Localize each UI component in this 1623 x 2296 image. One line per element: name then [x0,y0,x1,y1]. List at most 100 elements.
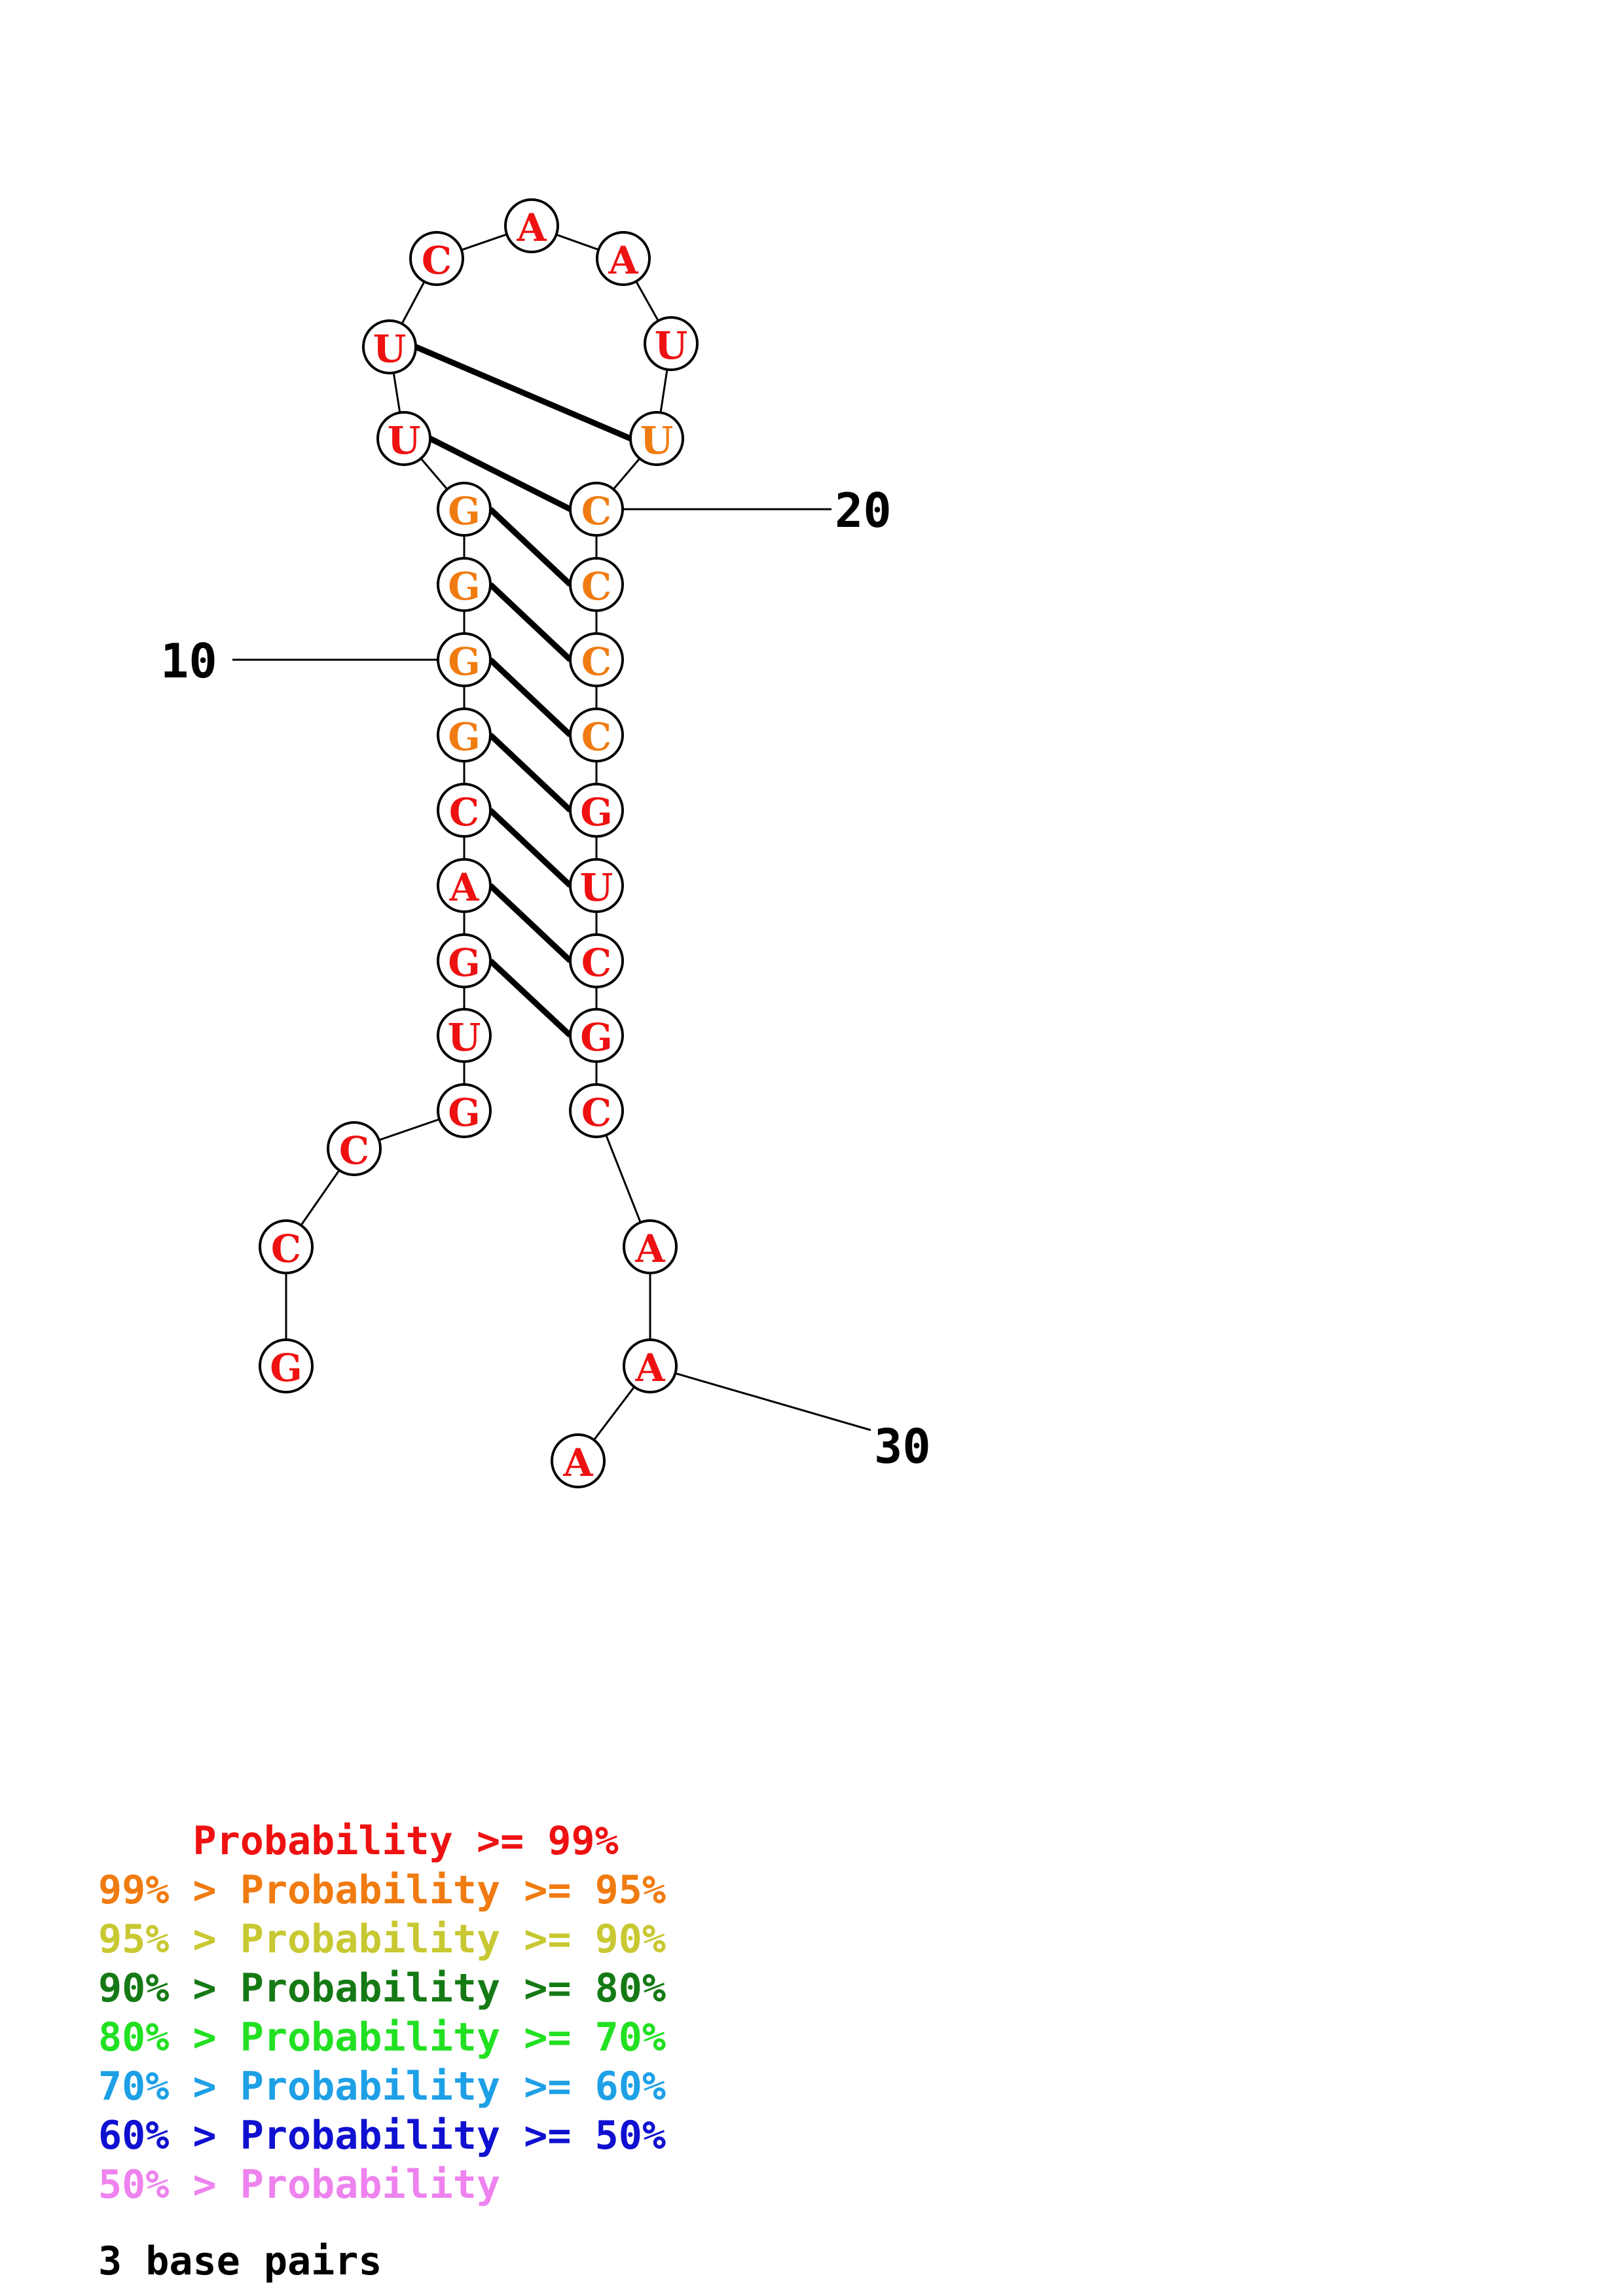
nucleotide: U [376,411,431,466]
nucleotide-letter: G [448,715,481,759]
nucleotide: U [644,316,699,371]
nucleotide-circle [569,858,624,913]
nucleotide: U [569,858,624,913]
position-tick [649,1365,871,1431]
nucleotide-circle [569,708,624,762]
nucleotide: C [569,557,624,612]
probability-legend: Probability >= 99%99% > Probability >= 9… [98,1818,666,2208]
nucleotide-circle [259,1219,314,1274]
nucleotide-circle [437,1083,492,1138]
nucleotide-letter: C [339,1128,369,1173]
position-label: 30 [874,1419,931,1474]
base-pair-bond [488,507,573,587]
nucleotide-letter: G [448,564,481,609]
nucleotide-letter: U [448,1015,481,1060]
nucleotide-letter: G [580,790,613,834]
base-pair-bond [488,582,573,662]
nucleotide-circle [437,783,492,838]
legend-entry: 95% > Probability >= 90% [98,1916,666,1962]
legend-entry: 70% > Probability >= 60% [98,2064,666,2109]
nucleotide: A [623,1338,678,1393]
nucleotide: C [409,231,464,286]
base-pair-bond [488,958,573,1038]
base-pair-bonds [414,344,632,1038]
nucleotide: A [596,231,651,286]
nucleotide: A [551,1433,606,1488]
nucleotide-letter: C [449,790,479,834]
legend-entry: 80% > Probability >= 70% [98,2015,666,2060]
nucleotide-letter: A [634,1346,665,1390]
nucleotide-circle [623,1338,678,1393]
nucleotide-letter: A [608,238,638,283]
nucleotide-letter: U [580,865,613,910]
base-pair-bond [414,344,632,442]
legend-entry: 50% > Probability [98,2162,500,2208]
nucleotide-letter: A [562,1441,593,1485]
nucleotide-circle [504,198,559,253]
nucleotide-letter: C [581,564,611,609]
nucleotide-letter: A [448,865,479,910]
nucleotide: A [623,1219,678,1274]
nucleotide-circle [376,411,431,466]
nucleotide-circle [569,783,624,838]
nucleotide-circle [569,1083,624,1138]
nucleotide: C [569,933,624,988]
nucleotide-letter: G [270,1346,302,1390]
nucleotide-letter: U [655,323,688,368]
nucleotide-circle [362,319,417,374]
nucleotide-letter: U [373,327,407,371]
base-pair-bond [488,657,573,738]
position-label: 20 [835,483,892,538]
nucleotide: A [504,198,559,253]
nucleotide-circle [437,482,492,537]
nucleotide: C [569,1083,624,1138]
nucleotide: G [569,1008,624,1063]
nucleotide: U [437,1008,492,1063]
legend-entry: 99% > Probability >= 95% [98,1867,666,1913]
nucleotide-circle [569,1008,624,1063]
backbone-lines [285,224,672,1462]
base-pair-bond [488,883,573,963]
nucleotide: A [437,858,492,913]
nucleotide: G [437,632,492,687]
nucleotide-circle [644,316,699,371]
nucleotide-letter: G [448,1090,481,1135]
nucleotide-letter: U [640,418,674,463]
base-pair-bond [428,435,572,512]
nucleotide-circle [569,557,624,612]
nucleotide: C [569,632,624,687]
nucleotide-letter: C [581,941,611,985]
base-pair-bond [488,732,573,813]
nucleotide-circle [437,708,492,762]
nucleotide-letter: G [580,1015,613,1060]
nucleotide: U [629,411,684,466]
legend-entry: 60% > Probability >= 50% [98,2113,666,2159]
nucleotide-circle [409,231,464,286]
nucleotide-letter: A [634,1227,665,1271]
nucleotide-letter: A [516,206,547,250]
nucleotide-circle [629,411,684,466]
position-label: 10 [160,634,217,689]
nucleotide: G [259,1338,314,1393]
nucleotide-letter: C [581,489,611,533]
nucleotide: C [437,783,492,838]
position-ticks: 10 20 30 [160,483,931,1474]
nucleotide: G [437,708,492,762]
nucleotide-circle [259,1338,314,1393]
nucleotide-letter: G [448,489,481,533]
nucleotide-letter: G [448,941,481,985]
nucleotide-circle [437,557,492,612]
nucleotide-circle [327,1121,382,1176]
legend-entry: Probability >= 99% [98,1818,619,1864]
nucleotide-letter: C [271,1227,301,1271]
nucleotide: G [437,482,492,537]
nucleotide-letter: C [581,1090,611,1135]
nucleotide-circle [569,632,624,687]
nucleotide-circle [569,933,624,988]
nucleotide-letter: C [422,238,452,283]
nucleotide-circle [437,858,492,913]
nucleotide: C [327,1121,382,1176]
nucleotide: G [437,557,492,612]
